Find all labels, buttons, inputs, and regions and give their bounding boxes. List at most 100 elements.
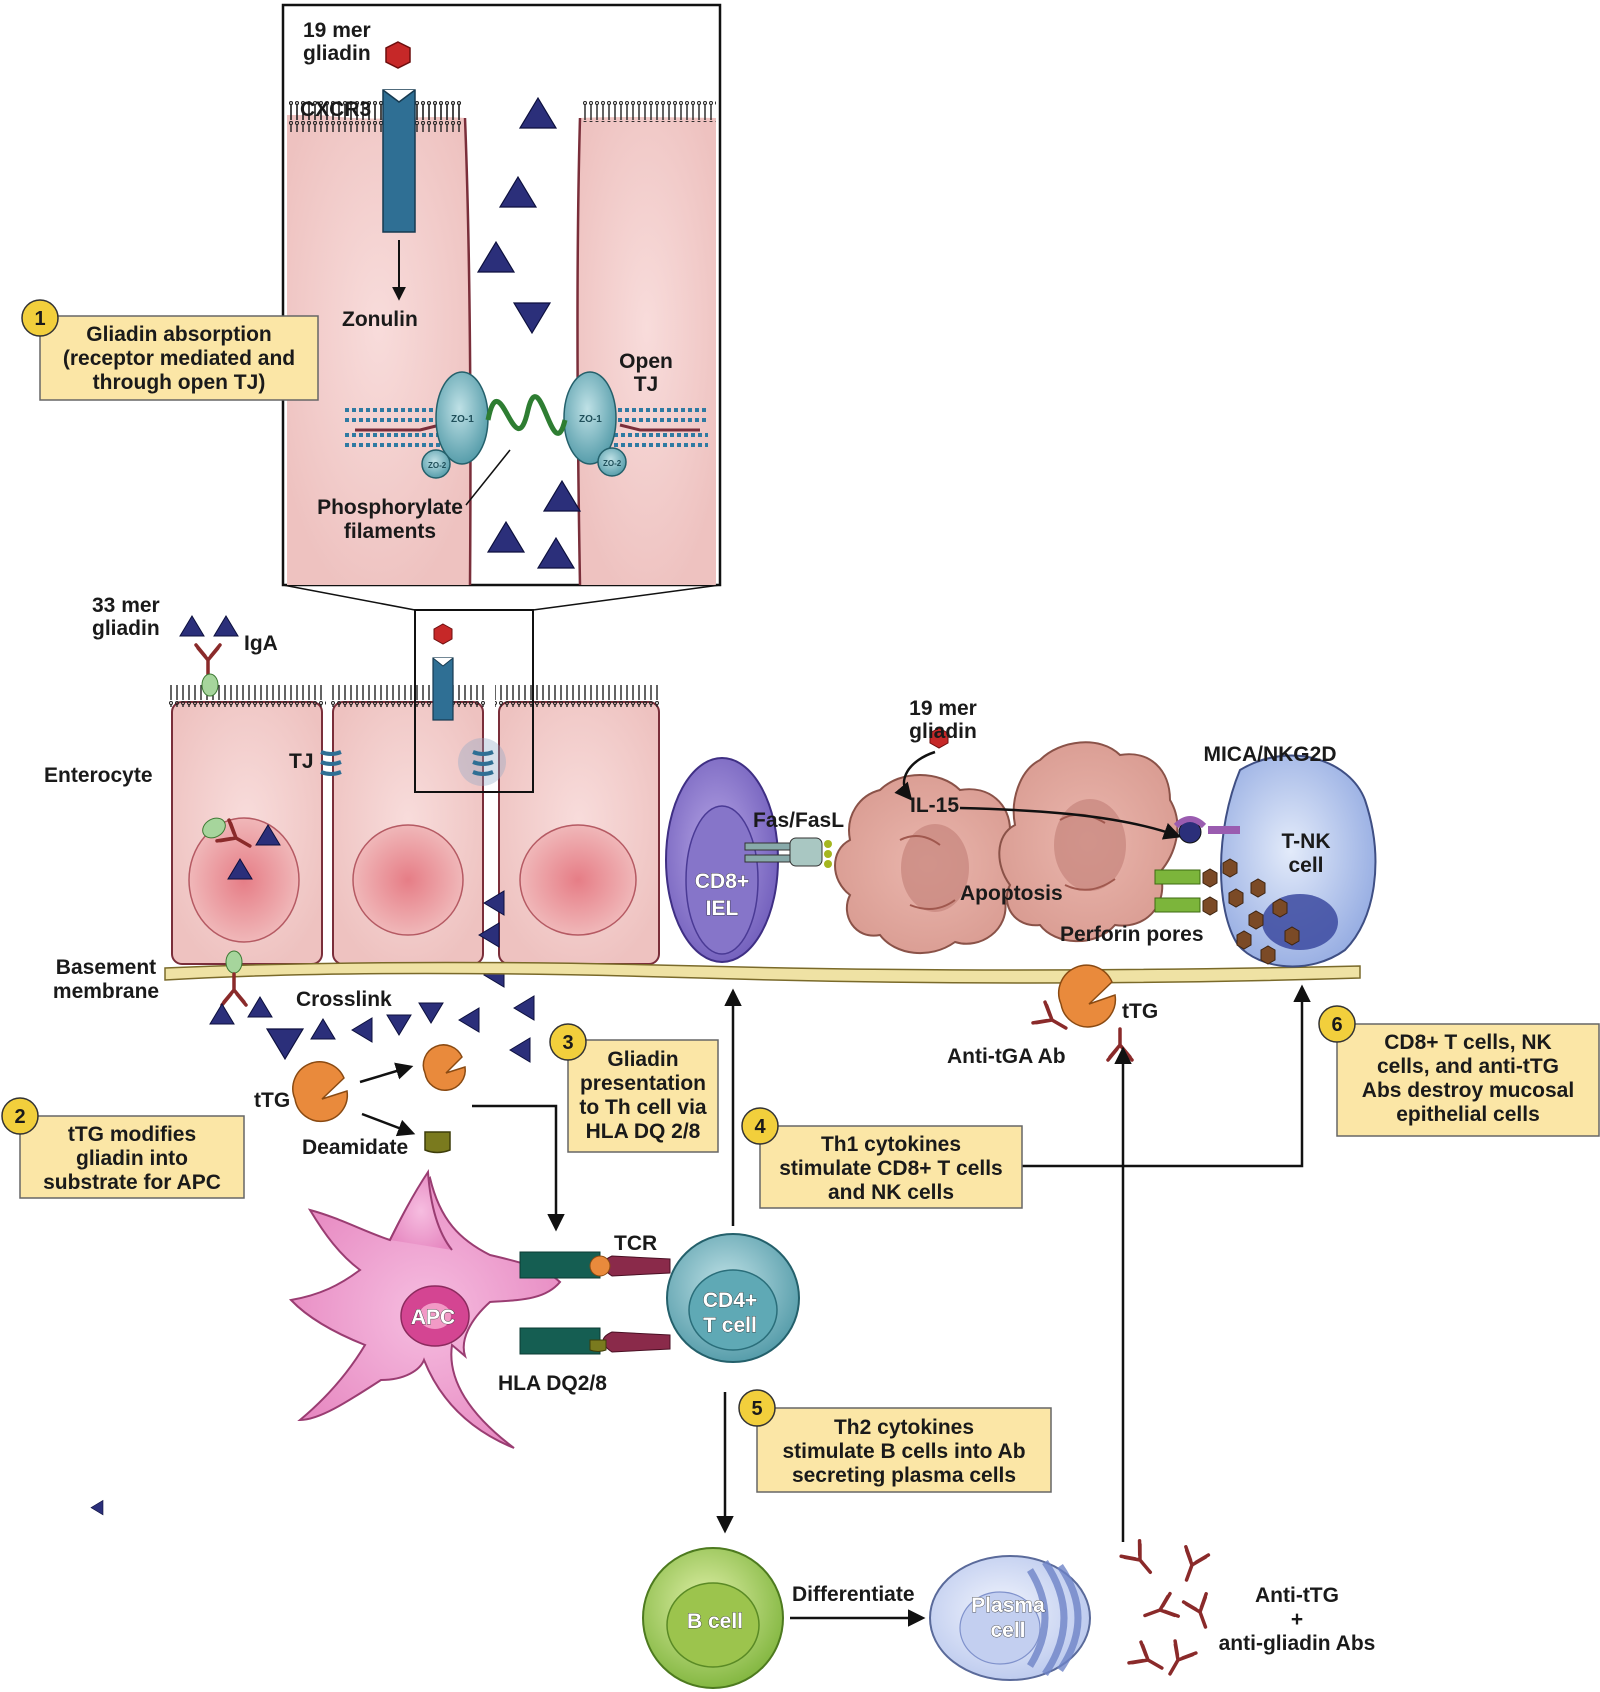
step-4-line-2: stimulate CD8+ T cells bbox=[779, 1157, 1003, 1180]
step-3-line-4: HLA DQ 2/8 bbox=[586, 1120, 701, 1143]
gliadin-19mer-icon bbox=[385, 41, 411, 69]
step-box-5: 5 Th2 cytokines stimulate B cells into A… bbox=[738, 1389, 1052, 1493]
label-il15: IL-15 bbox=[910, 794, 959, 817]
label-ttg-right: tTG bbox=[1122, 1000, 1158, 1023]
step-2-number: 2 bbox=[14, 1106, 25, 1128]
step-2-line-1: tTG modifies bbox=[68, 1123, 196, 1146]
apoptotic-cells bbox=[834, 727, 1182, 955]
step-2-line-3: substrate for APC bbox=[43, 1171, 221, 1194]
label-basement-2: membrane bbox=[53, 980, 159, 1003]
step-4-number: 4 bbox=[754, 1116, 766, 1138]
label-tj: TJ bbox=[289, 750, 314, 773]
label-phosphorylate-2: filaments bbox=[344, 520, 436, 543]
step-6-line-4: epithelial cells bbox=[1396, 1103, 1540, 1126]
tj-filaments bbox=[345, 371, 708, 506]
label-apc: APC bbox=[411, 1306, 455, 1329]
label-tnk-1: T-NK bbox=[1282, 830, 1331, 853]
t-nk-cell bbox=[1154, 754, 1377, 968]
label-plasma-1: Plasma bbox=[971, 1594, 1045, 1617]
ttg-deamidation bbox=[292, 1044, 466, 1154]
label-hla: HLA DQ2/8 bbox=[498, 1372, 607, 1395]
enterocyte-layer bbox=[168, 609, 661, 988]
label-bcell: B cell bbox=[687, 1610, 743, 1633]
cxcr3-receptor bbox=[382, 89, 416, 233]
step-2-line-2: gliadin into bbox=[76, 1147, 188, 1170]
label-33mer-2: gliadin bbox=[92, 617, 160, 640]
apc-cell bbox=[288, 1169, 562, 1449]
nucleus bbox=[188, 817, 300, 943]
ttg-anti-tga bbox=[1031, 964, 1134, 1062]
label-phosphorylate-1: Phosphorylate bbox=[317, 496, 463, 519]
step-3-number: 3 bbox=[562, 1032, 573, 1054]
label-abs-1: Anti-tTG bbox=[1255, 1584, 1339, 1607]
label-tcr: TCR bbox=[614, 1232, 657, 1255]
label-19mer-top-2: gliadin bbox=[303, 42, 371, 65]
label-cd8-2: IEL bbox=[706, 897, 739, 920]
label-19mer-top-1: 19 mer bbox=[303, 19, 371, 42]
step-box-3: 3 Gliadin presentation to Th cell via HL… bbox=[549, 1023, 719, 1153]
step-4-line-1: Th1 cytokines bbox=[821, 1133, 961, 1156]
step-box-2: 2 tTG modifies gliadin into substrate fo… bbox=[1, 1097, 245, 1199]
tight-junction-inset: ZO-1 ZO-1 ZO-2 ZO-2 19 mer gliadin CXCR3… bbox=[281, 3, 722, 587]
plasma-cell bbox=[929, 1555, 1091, 1681]
hla-tcr-complex bbox=[90, 1251, 671, 1516]
step-5-number: 5 bbox=[751, 1398, 762, 1420]
cd8-iel-cell bbox=[665, 757, 832, 963]
label-cd4-1: CD4+ bbox=[703, 1289, 757, 1312]
step-1-line-2: (receptor mediated and bbox=[63, 347, 295, 370]
label-zonulin: Zonulin bbox=[342, 308, 418, 331]
b-cell bbox=[642, 1547, 784, 1689]
step-1-number: 1 bbox=[34, 308, 45, 330]
label-fas: Fas/FasL bbox=[753, 809, 844, 832]
step-3-line-2: presentation bbox=[580, 1072, 706, 1095]
zo2-right-label: ZO-2 bbox=[603, 459, 622, 468]
label-anti-tga: Anti-tGA Ab bbox=[947, 1045, 1066, 1068]
step-1-line-1: Gliadin absorption bbox=[86, 323, 272, 346]
step-6-line-1: CD8+ T cells, NK bbox=[1384, 1031, 1551, 1054]
label-differentiate: Differentiate bbox=[792, 1583, 915, 1606]
label-tnk-2: cell bbox=[1288, 854, 1323, 877]
step-5-line-1: Th2 cytokines bbox=[834, 1416, 974, 1439]
label-apoptosis: Apoptosis bbox=[960, 882, 1063, 905]
label-cd8-1: CD8+ bbox=[695, 870, 749, 893]
step-3-line-3: to Th cell via bbox=[579, 1096, 707, 1119]
zo2-left-label: ZO-2 bbox=[428, 461, 447, 470]
zo1-right-label: ZO-1 bbox=[579, 414, 602, 425]
step-box-1: 1 Gliadin absorption (receptor mediated … bbox=[21, 299, 319, 401]
label-crosslink: Crosslink bbox=[296, 988, 392, 1011]
step-5-line-2: stimulate B cells into Ab bbox=[782, 1440, 1025, 1463]
zo1-left-label: ZO-1 bbox=[451, 414, 474, 425]
label-open-tj-1: Open bbox=[619, 350, 673, 373]
label-cxcr3: CXCR3 bbox=[300, 98, 371, 121]
step-box-6: 6 CD8+ T cells, NK cells, and anti-tTG A… bbox=[1318, 1005, 1600, 1137]
label-ttg-left: tTG bbox=[254, 1089, 290, 1112]
nucleus bbox=[519, 824, 637, 936]
cd4-t-cell bbox=[666, 1233, 800, 1363]
basement-membrane bbox=[164, 961, 1361, 984]
step-4-line-3: and NK cells bbox=[828, 1181, 954, 1204]
nucleus bbox=[352, 824, 464, 936]
label-cd4-2: T cell bbox=[703, 1314, 757, 1337]
crosslink-area bbox=[209, 950, 535, 1063]
label-enterocyte: Enterocyte bbox=[44, 764, 153, 787]
label-deamidate: Deamidate bbox=[302, 1136, 408, 1159]
label-mica: MICA/NKG2D bbox=[1203, 743, 1336, 766]
label-plasma-2: cell bbox=[990, 1619, 1025, 1642]
label-perforin: Perforin pores bbox=[1060, 923, 1204, 946]
label-19mer-mid-2: gliadin bbox=[909, 720, 977, 743]
step-6-line-3: Abs destroy mucosal bbox=[1362, 1079, 1574, 1102]
step-1-line-3: through open TJ) bbox=[93, 371, 266, 394]
ttg-enzyme-icon bbox=[292, 1061, 349, 1123]
label-open-tj-2: TJ bbox=[634, 373, 659, 396]
label-19mer-mid-1: 19 mer bbox=[909, 697, 977, 720]
step-5-line-3: secreting plasma cells bbox=[792, 1464, 1016, 1487]
step-box-4: 4 Th1 cytokines stimulate CD8+ T cells a… bbox=[741, 1107, 1023, 1209]
step-3-line-1: Gliadin bbox=[607, 1048, 678, 1071]
label-abs-3: anti-gliadin Abs bbox=[1219, 1632, 1376, 1655]
secreted-antibodies bbox=[1119, 1539, 1219, 1682]
label-abs-2: + bbox=[1291, 1608, 1303, 1631]
label-iga: IgA bbox=[244, 632, 278, 655]
step-6-line-2: cells, and anti-tTG bbox=[1377, 1055, 1559, 1078]
label-basement-1: Basement bbox=[56, 956, 156, 979]
